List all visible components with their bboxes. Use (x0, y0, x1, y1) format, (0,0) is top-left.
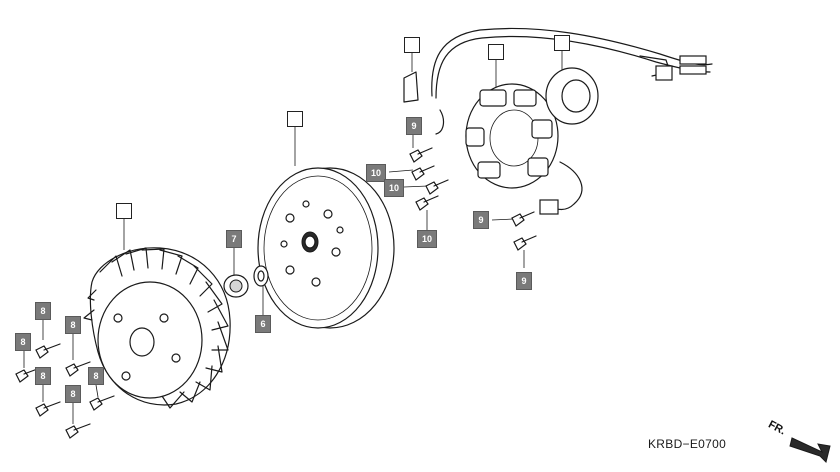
front-direction-arrow-icon (789, 437, 831, 463)
callout-9: 9 (406, 117, 422, 135)
bolt-pulser-1 (511, 211, 535, 227)
callout-7: 7 (226, 230, 242, 248)
callout-9: 9 (473, 211, 489, 229)
callout-8: 8 (35, 367, 51, 385)
bolt-stator-3 (425, 179, 449, 195)
stator-assembly (465, 83, 559, 189)
flywheel-nut-and-washer (223, 265, 269, 298)
callout-6: 6 (255, 315, 271, 333)
bolts (15, 147, 537, 439)
bolt-fan-6 (65, 423, 91, 439)
bolt-pulser-2 (513, 235, 537, 251)
callout-8: 8 (35, 302, 51, 320)
reference-box-pulser (554, 35, 570, 51)
pulser-ring (545, 67, 599, 125)
bolt-fan-5 (89, 395, 115, 411)
reference-box-stator (488, 44, 504, 60)
bolt-fan-4 (35, 401, 61, 417)
callout-10: 10 (417, 230, 437, 248)
reference-box-harness-clip (404, 37, 420, 53)
bolt-stator-4 (415, 195, 439, 211)
leader-lines (23, 51, 563, 424)
diagram-code: KRBD−E0700 (648, 437, 727, 451)
callout-9: 9 (516, 272, 532, 290)
callout-8: 8 (65, 385, 81, 403)
cooling-fan (83, 247, 231, 409)
callout-10: 10 (384, 179, 404, 197)
callout-8: 8 (88, 367, 104, 385)
bolt-stator-1 (409, 147, 433, 163)
reference-box-flywheel (287, 111, 303, 127)
callout-10: 10 (366, 164, 386, 182)
bolt-stator-2 (411, 165, 435, 181)
bolt-fan-1 (35, 343, 61, 359)
callout-8: 8 (15, 333, 31, 351)
wire-harness (403, 27, 713, 215)
callout-8: 8 (65, 316, 81, 334)
bolt-fan-2 (65, 361, 91, 377)
flywheel (257, 167, 395, 329)
reference-box-fan (116, 203, 132, 219)
